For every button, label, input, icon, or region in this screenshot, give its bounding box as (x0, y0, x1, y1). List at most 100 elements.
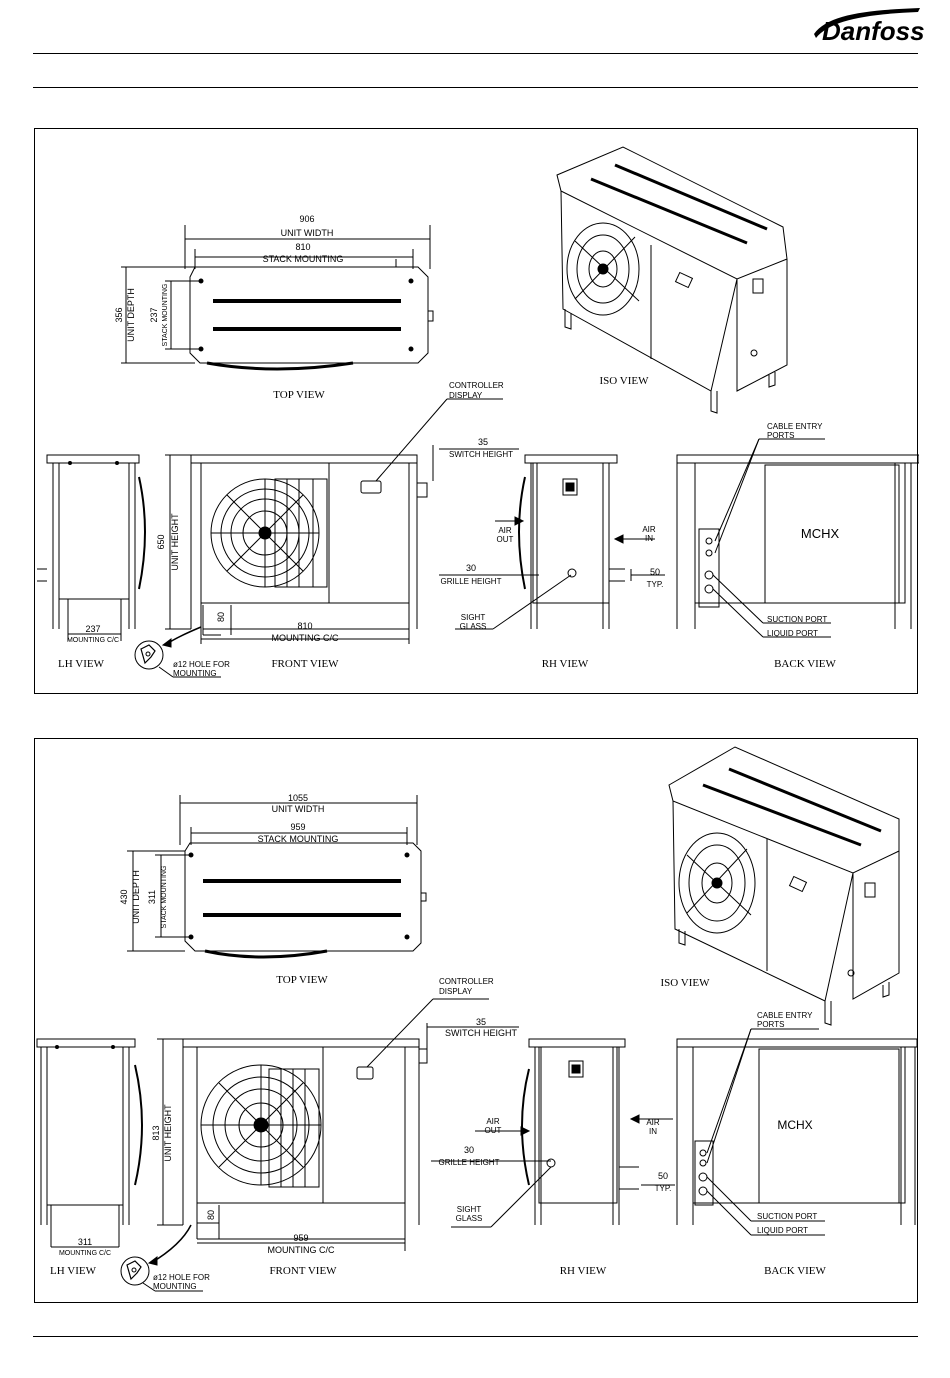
top-stack-width-label: STACK MOUNTING (258, 834, 339, 844)
back-view-label: BACK VIEW (774, 658, 836, 670)
back-view-label: BACK VIEW (764, 1265, 826, 1277)
front-view-label: FRONT VIEW (269, 1265, 337, 1277)
hole-note-line1: ø12 HOLE FOR (173, 660, 230, 669)
controller-display-line2: DISPLAY (449, 391, 483, 400)
top-unit-depth-label: UNIT DEPTH (126, 288, 136, 342)
top-stack-depth-label: STACK MOUNTING (161, 866, 168, 929)
hole-note-line2: MOUNTING (173, 669, 217, 678)
front-mounting-value: 959 (293, 1233, 308, 1243)
top-view-label: TOP VIEW (276, 974, 328, 986)
iso-view (556, 146, 788, 414)
liquid-port-label: LIQUID PORT (757, 1226, 808, 1235)
lh-view-label: LH VIEW (50, 1265, 97, 1277)
air-in-line2: IN (645, 534, 653, 543)
grille-height-value: 30 (466, 563, 476, 573)
typ-value: 50 (658, 1171, 668, 1181)
air-out-line2: OUT (497, 535, 514, 544)
sight-glass-line1: SIGHT (461, 613, 486, 622)
grille-height-label: GRILLE HEIGHT (439, 1158, 500, 1167)
air-out-line2: OUT (485, 1126, 502, 1135)
drawing-panel-1: 906 UNIT WIDTH 810 STACK MOUNTING 356 UN… (34, 128, 920, 694)
suction-port-label: SUCTION PORT (767, 615, 827, 624)
typ-value: 50 (650, 567, 660, 577)
typ-label: TYP. (647, 580, 664, 589)
top-view (127, 795, 427, 959)
grille-height-value: 30 (464, 1145, 474, 1155)
top-unit-width-value: 1055 (288, 793, 308, 803)
lh-mounting-label: MOUNTING C/C (59, 1250, 111, 1257)
rh-view (439, 454, 665, 630)
top-unit-width-value: 906 (299, 214, 314, 224)
controller-display-line2: DISPLAY (439, 987, 473, 996)
header-rule-bottom (33, 87, 918, 88)
hole-note-line2: MOUNTING (153, 1282, 197, 1291)
iso-view (668, 746, 900, 1026)
front-unit-height-label: UNIT HEIGHT (170, 513, 180, 571)
grille-height-label: GRILLE HEIGHT (441, 577, 502, 586)
typ-label: TYP. (655, 1184, 672, 1193)
top-unit-depth-value: 356 (114, 307, 124, 322)
air-out-line1: AIR (498, 526, 512, 535)
air-in-line2: IN (649, 1127, 657, 1136)
top-stack-depth-value: 311 (147, 890, 157, 904)
front-foot-value: 80 (216, 612, 226, 622)
air-in-line1: AIR (646, 1118, 660, 1127)
mounting-hole-callout (134, 626, 221, 678)
air-out-line1: AIR (486, 1117, 500, 1126)
danfoss-logo: Danfoss (814, 8, 924, 46)
front-unit-height-label: UNIT HEIGHT (163, 1104, 173, 1162)
top-view (121, 225, 434, 371)
drawing-sheet-1: 906 UNIT WIDTH 810 STACK MOUNTING 356 UN… (37, 146, 920, 678)
cable-entry-line2: PORTS (767, 431, 794, 440)
iso-view-label: ISO VIEW (661, 977, 711, 989)
controller-display-line1: CONTROLLER (449, 381, 504, 390)
switch-height-label: SWITCH HEIGHT (445, 1028, 517, 1038)
lh-view (36, 1038, 143, 1248)
cable-entry-line1: CABLE ENTRY (767, 422, 823, 431)
sight-glass-line2: GLASS (460, 622, 487, 631)
top-stack-width-label: STACK MOUNTING (263, 254, 344, 264)
iso-view-label: ISO VIEW (600, 375, 650, 387)
hole-note-line1: ø12 HOLE FOR (153, 1273, 210, 1282)
mounting-hole-callout (120, 1224, 203, 1292)
footer-rule (33, 1336, 918, 1337)
top-unit-width-label: UNIT WIDTH (281, 228, 334, 238)
front-foot-value: 80 (206, 1210, 216, 1220)
switch-height-value: 35 (476, 1017, 486, 1027)
back-view (676, 1028, 918, 1236)
lh-mounting-value: 237 (85, 624, 100, 634)
controller-display-line1: CONTROLLER (439, 977, 494, 986)
rh-view-label: RH VIEW (542, 658, 589, 670)
sight-glass-line2: GLASS (456, 1214, 483, 1223)
front-mounting-label: MOUNTING C/C (268, 1245, 335, 1255)
drawing-sheet-2: 1055 UNIT WIDTH 959 STACK MOUNTING 430 U… (36, 746, 918, 1292)
switch-height-label: SWITCH HEIGHT (449, 450, 513, 459)
front-unit-height-value: 650 (156, 534, 166, 549)
front-view (157, 998, 519, 1251)
top-unit-width-label: UNIT WIDTH (272, 804, 325, 814)
front-view-label: FRONT VIEW (271, 658, 339, 670)
lh-mounting-value: 311 (78, 1237, 92, 1247)
top-stack-depth-value: 237 (149, 307, 159, 322)
lh-view-label: LH VIEW (58, 658, 105, 670)
top-stack-depth-label: STACK MOUNTING (162, 284, 169, 347)
header-rule-top (33, 53, 918, 54)
cable-entry-line1: CABLE ENTRY (757, 1011, 813, 1020)
top-stack-width-value: 810 (295, 242, 310, 252)
front-mounting-value: 810 (297, 621, 312, 631)
top-unit-depth-value: 430 (119, 889, 129, 904)
top-stack-width-value: 959 (290, 822, 305, 832)
cable-entry-line2: PORTS (757, 1020, 784, 1029)
top-view-label: TOP VIEW (273, 389, 325, 401)
air-in-line1: AIR (642, 525, 656, 534)
drawing-panel-2: 1055 UNIT WIDTH 959 STACK MOUNTING 430 U… (34, 738, 918, 1303)
lh-mounting-label: MOUNTING C/C (67, 637, 119, 644)
mchx-label: MCHX (777, 1118, 812, 1132)
mchx-label: MCHX (801, 526, 840, 541)
liquid-port-label: LIQUID PORT (767, 629, 818, 638)
top-unit-depth-label: UNIT DEPTH (131, 870, 141, 924)
lh-view (37, 454, 146, 641)
switch-height-value: 35 (478, 437, 488, 447)
rh-view (431, 1038, 675, 1228)
back-view (676, 438, 920, 638)
